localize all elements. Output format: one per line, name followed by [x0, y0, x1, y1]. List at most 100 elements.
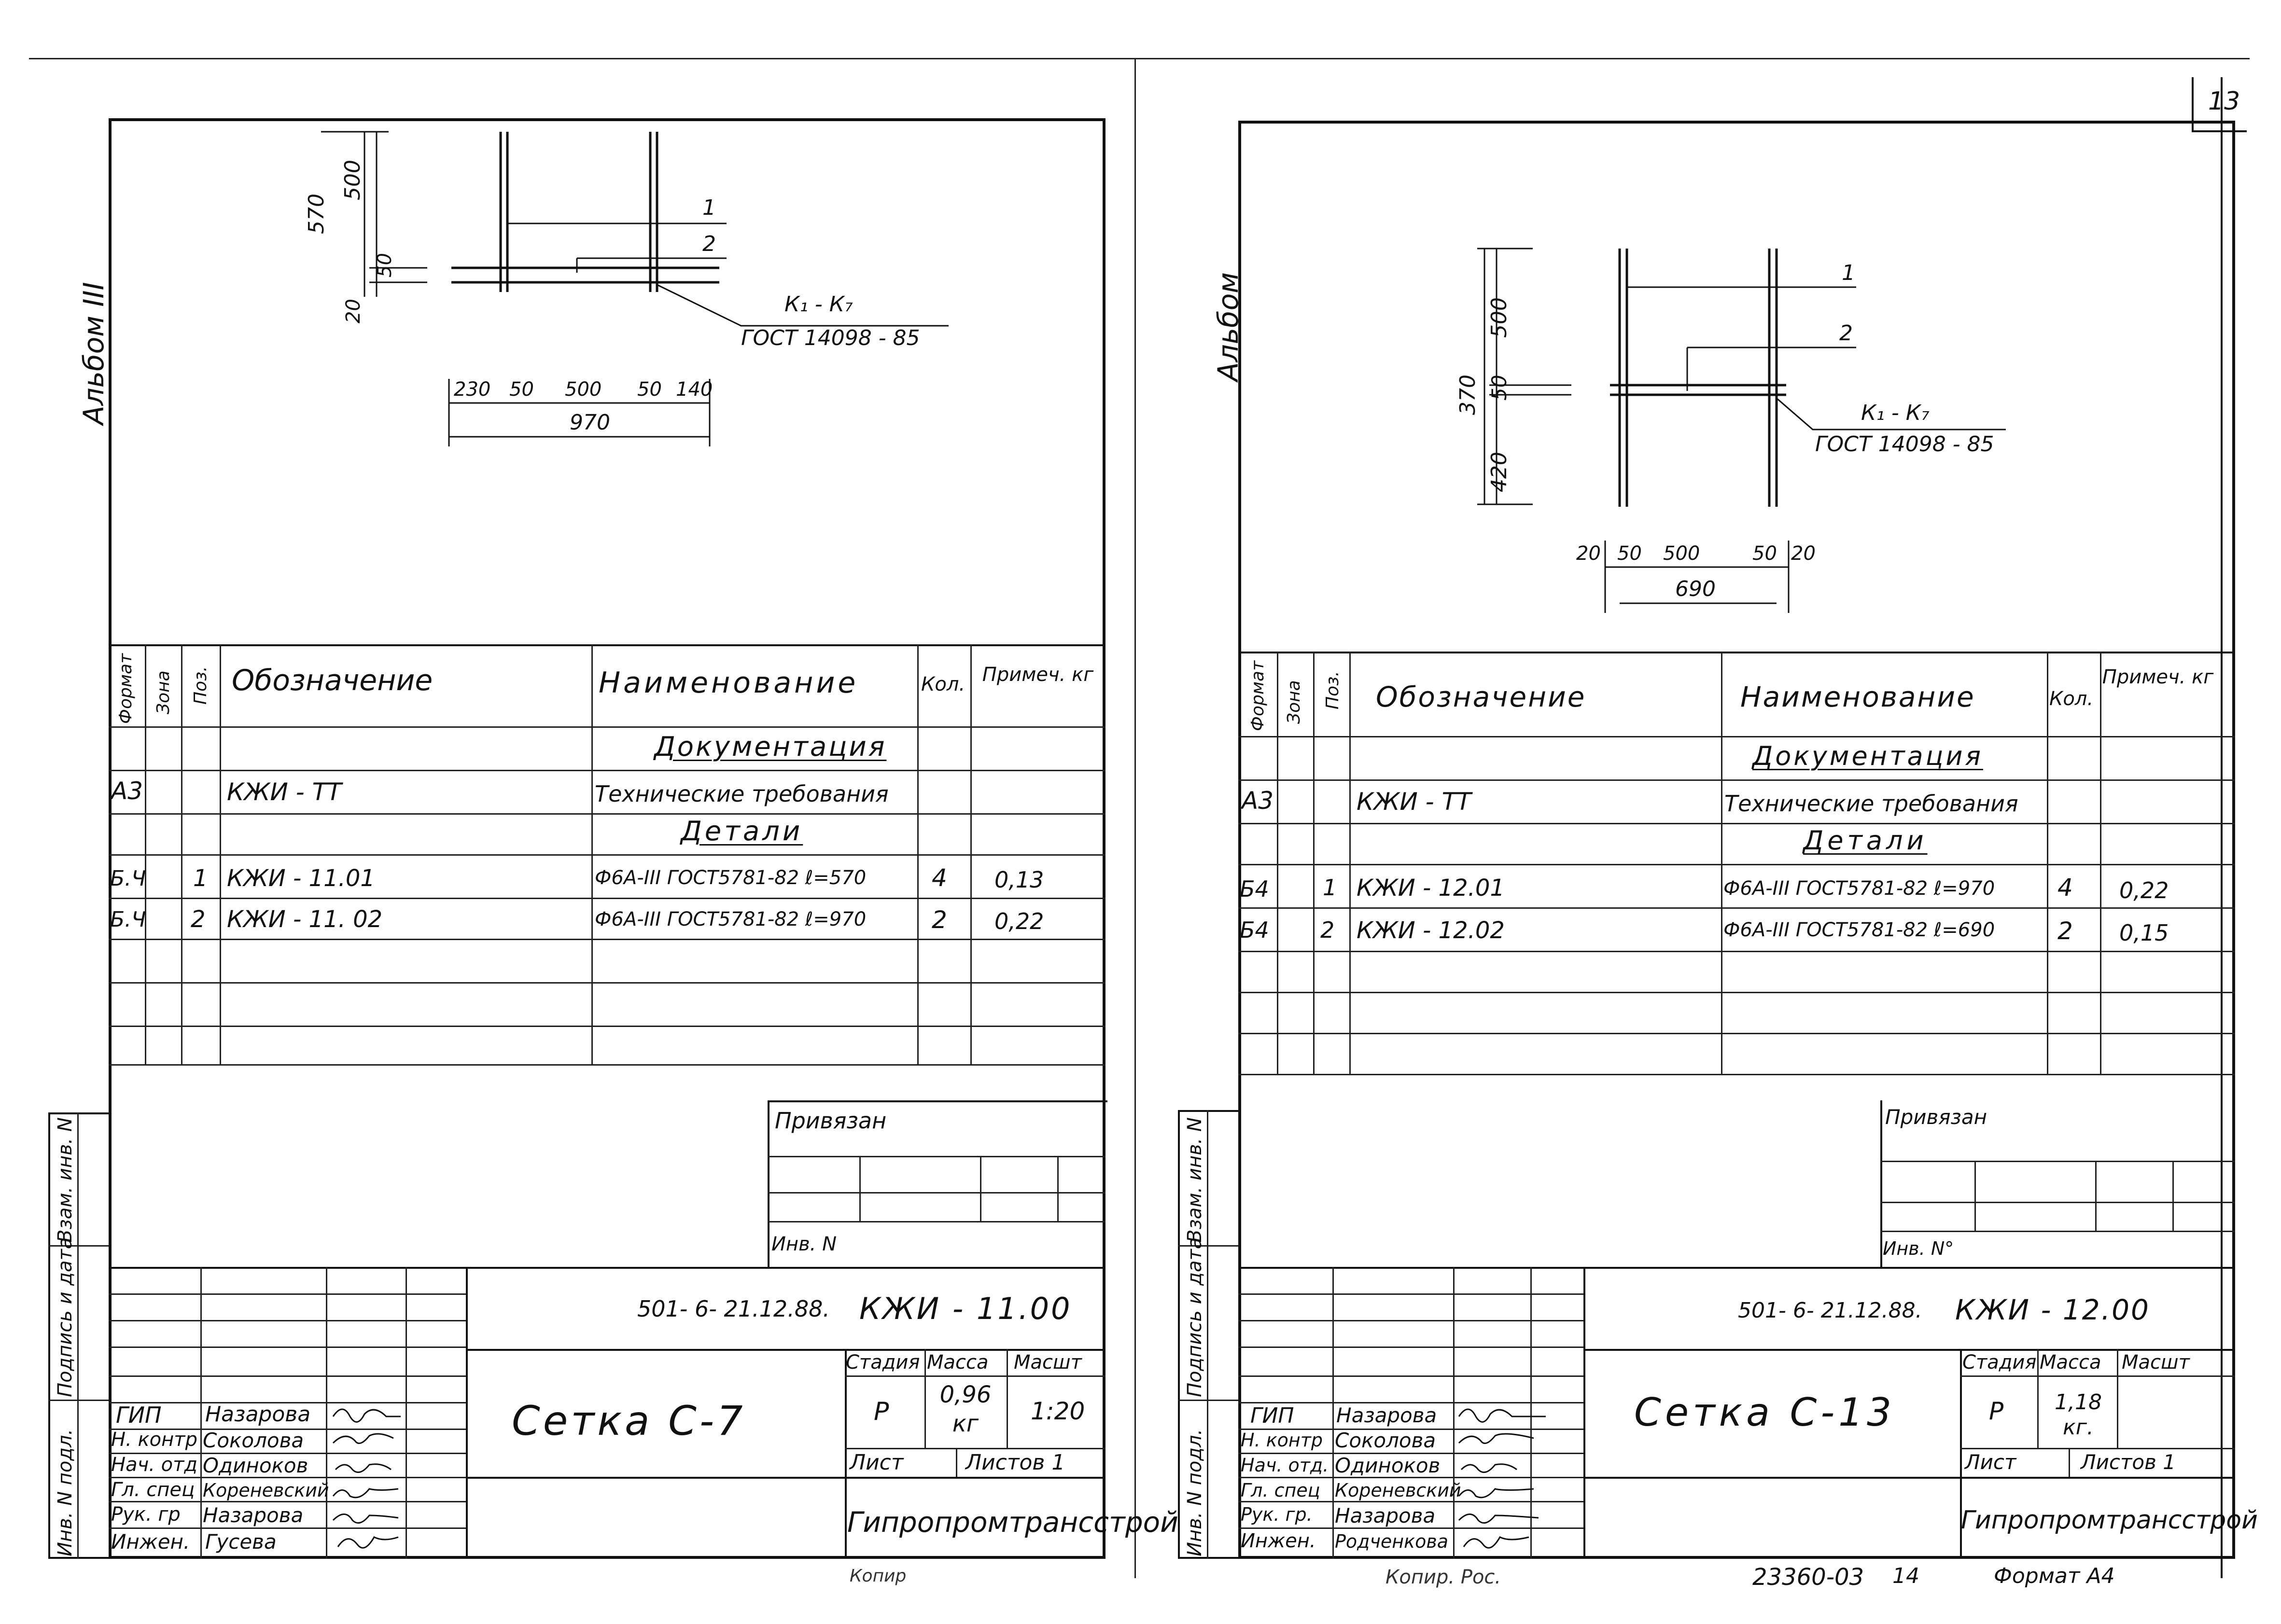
- code-main-right: КЖИ - 12.00: [1955, 1293, 2150, 1326]
- col-format-header: Формат: [116, 653, 136, 724]
- section-documentation: Документация: [1752, 741, 1983, 771]
- privyazan-label-left: Привязан: [775, 1108, 887, 1134]
- row1-pos: 1: [1323, 874, 1337, 901]
- row1-designation: КЖИ - 12.01: [1357, 874, 1505, 902]
- signature-4: [1458, 1488, 1534, 1499]
- organization-right: Гипропромтрансстрой: [1961, 1506, 2258, 1535]
- col-name-header: Наименование: [599, 666, 859, 700]
- dim-v-3: 20: [342, 299, 364, 323]
- bottom-format: Формат А4: [1994, 1564, 2115, 1588]
- code-prefix-right: 501- 6- 21.12.88.: [1738, 1298, 1922, 1323]
- position-2: 2: [1839, 321, 1853, 346]
- name-rukgr-right: Назарова: [1335, 1504, 1436, 1527]
- name-rukgr-left: Назарова: [203, 1503, 304, 1527]
- row1-qty: 4: [2057, 874, 2073, 902]
- signature-5: [332, 1513, 399, 1524]
- drawing-title-right: Сетка С-13: [1634, 1390, 1895, 1435]
- scale-value-left: 1:20: [1031, 1397, 1085, 1425]
- dim-v-2: 50: [1487, 375, 1511, 401]
- signatures-left: [332, 1408, 401, 1549]
- name-gip-right: Назарова: [1336, 1403, 1437, 1427]
- organization-left: Гипропромтрансстрой: [847, 1506, 1178, 1539]
- row1-designation: КЖИ - 11.01: [227, 865, 375, 892]
- code-prefix-left: 501- 6- 21.12.88.: [637, 1296, 830, 1322]
- role-nachotd-left: Нач. отд: [111, 1454, 198, 1476]
- inv-label-right: Инв. N°: [1883, 1238, 1954, 1259]
- bottom-page: 14: [1892, 1564, 1919, 1588]
- name-nachotd-right: Одиноков: [1335, 1454, 1441, 1477]
- stage-header-right: Стадия: [1962, 1351, 2037, 1374]
- bottom-copier-right: Копир. Рос.: [1385, 1566, 1501, 1588]
- signatures-right: [1458, 1408, 1546, 1549]
- name-nkontr-left: Соколова: [203, 1429, 304, 1452]
- dim-h-4: 20: [1791, 542, 1816, 565]
- role-rukgr-left: Рук. гр: [111, 1503, 181, 1526]
- signature-6: [337, 1536, 399, 1549]
- col-qty-header: Кол.: [921, 673, 966, 695]
- bottom-code: 23360-03: [1752, 1564, 1864, 1591]
- sheet-right: [1238, 121, 2235, 1559]
- name-nachotd-left: Одиноков: [203, 1454, 308, 1477]
- row2-note: 0,15: [2119, 920, 2169, 946]
- signature-3: [1460, 1463, 1517, 1473]
- title-block-top-left: [109, 1267, 1106, 1269]
- dim-v-1: 500: [1487, 297, 1511, 338]
- col-qty-header: Кол.: [2049, 688, 2094, 710]
- row2-name: Ф6А-III ГОСТ5781-82 ℓ=690: [1723, 919, 1995, 941]
- privyazan-block-left: [768, 1100, 1107, 1269]
- row1-qty: 4: [932, 864, 947, 892]
- code-main-left: КЖИ - 11.00: [859, 1291, 1072, 1326]
- role-inzhen-right: Инжен.: [1241, 1530, 1316, 1552]
- dim-h-3: 50: [1752, 542, 1777, 565]
- sheet-label-left: Лист: [850, 1450, 904, 1475]
- role-gip-right: ГИП: [1250, 1403, 1294, 1428]
- album-label-left: Альбом III: [77, 282, 110, 425]
- dim-h-2: 500: [565, 378, 602, 401]
- side-vzam-right: Взам. инв. N: [1184, 1117, 1206, 1243]
- col-note-header: Примеч. кг: [2102, 666, 2214, 688]
- mass-value-left: 0,96 кг: [939, 1381, 992, 1437]
- role-glspec-right: Гл. спец: [1241, 1480, 1320, 1501]
- weld-label: К₁ - К₇: [784, 292, 853, 317]
- dim-h-1: 50: [509, 378, 534, 401]
- role-inzhen-left: Инжен.: [111, 1530, 190, 1554]
- title-block-top-right: [1238, 1267, 2235, 1269]
- col-designation-header: Обозначение: [232, 664, 433, 697]
- col-pos-header: Поз.: [1323, 671, 1343, 709]
- row2-name: Ф6А-III ГОСТ5781-82 ℓ=970: [595, 908, 867, 930]
- row1-pos: 1: [193, 865, 208, 892]
- col-pos-header: Поз.: [191, 666, 210, 705]
- name-inzhen-right: Родченкова: [1335, 1531, 1448, 1552]
- spec-top-right: [1238, 652, 2235, 653]
- row-a3-name: Технические требования: [1724, 791, 2018, 817]
- dim-h-0: 20: [1576, 542, 1601, 565]
- row1-name: Ф6А-III ГОСТ5781-82 ℓ=570: [595, 867, 867, 889]
- row2-pos: 2: [1320, 917, 1335, 943]
- role-gip-left: ГИП: [116, 1402, 162, 1428]
- col-zone-header: Зона: [154, 670, 173, 714]
- side-podpis-right: Подпись и дата: [1184, 1237, 1206, 1397]
- row2-qty: 2: [932, 906, 947, 934]
- col-zone-header: Зона: [1284, 680, 1304, 724]
- row-a3-designation: КЖИ - ТТ: [1357, 788, 1471, 816]
- row-a3-designation: КЖИ - ТТ: [227, 778, 342, 806]
- stage-value-right: Р: [1989, 1397, 2004, 1425]
- privyazan-block-right: [1880, 1100, 2223, 1267]
- signature-6: [1463, 1536, 1529, 1549]
- role-glspec-left: Гл. спец: [111, 1479, 195, 1501]
- dim-h-0: 230: [454, 378, 490, 401]
- dim-total: 690: [1675, 577, 1716, 601]
- sheet-left: [109, 118, 1106, 1559]
- name-gip-left: Назарова: [205, 1402, 311, 1427]
- row-a3-name: Технические требования: [595, 781, 889, 807]
- sheets-total-left: Листов 1: [966, 1450, 1065, 1475]
- row1-note: 0,13: [994, 867, 1044, 893]
- signature-4: [332, 1488, 399, 1499]
- dim-total: 970: [570, 410, 610, 435]
- weld-standard: ГОСТ 14098 - 85: [741, 326, 920, 350]
- side-podpis-left: Подпись и дата: [54, 1237, 76, 1397]
- page-number: 13: [2208, 87, 2240, 116]
- row1-name: Ф6А-III ГОСТ5781-82 ℓ=970: [1723, 877, 1995, 900]
- weld-standard: ГОСТ 14098 - 85: [1815, 432, 1994, 457]
- name-glspec-left: Кореневский: [203, 1480, 329, 1501]
